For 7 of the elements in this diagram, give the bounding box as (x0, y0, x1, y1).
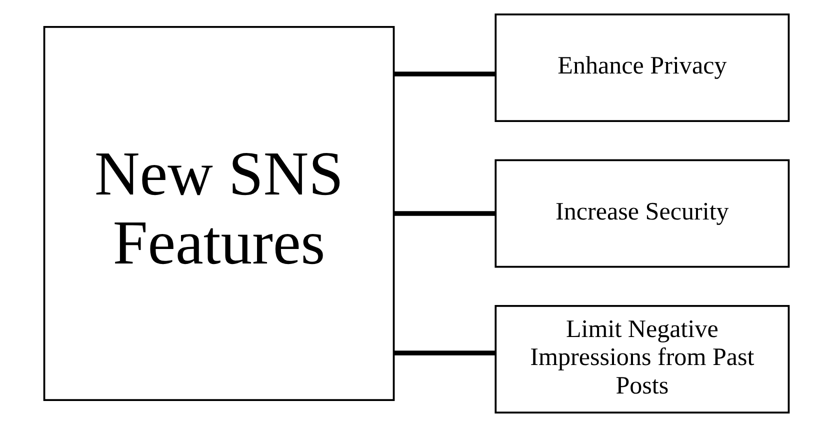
node-box: Increase Security (494, 159, 790, 268)
node-box: Enhance Privacy (494, 14, 790, 122)
connector (394, 350, 496, 356)
node-box: New SNS Features (43, 26, 395, 401)
connector (394, 72, 496, 76)
node-box: Limit Negative Impressions from Past Posts (494, 305, 790, 414)
connector (394, 211, 496, 216)
